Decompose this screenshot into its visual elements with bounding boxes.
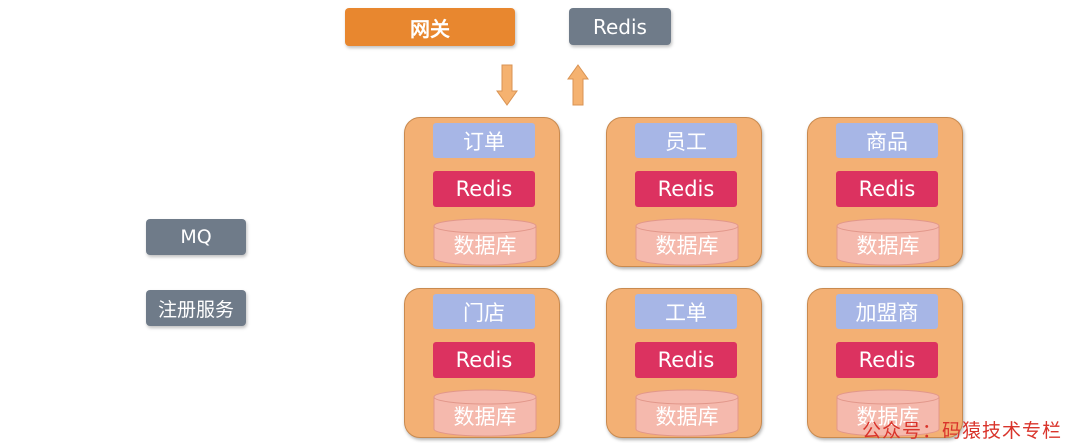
service-name: 员工 bbox=[635, 123, 737, 158]
service-name: 工单 bbox=[635, 294, 737, 329]
service-card: 商品 Redis 数据库 bbox=[807, 117, 963, 267]
database-label: 数据库 bbox=[856, 234, 920, 258]
service-card: 加盟商 Redis 数据库 bbox=[807, 288, 963, 438]
registry-service-box: 注册服务 bbox=[146, 290, 246, 326]
mq-box: MQ bbox=[146, 219, 246, 255]
service-card: 门店 Redis 数据库 bbox=[404, 288, 560, 438]
service-card: 订单 Redis 数据库 bbox=[404, 117, 560, 267]
database-label: 数据库 bbox=[856, 405, 920, 429]
database-cylinder: 数据库 bbox=[433, 218, 537, 266]
database-label: 数据库 bbox=[453, 405, 517, 429]
service-name: 商品 bbox=[836, 123, 938, 158]
up-arrow-icon bbox=[567, 64, 589, 106]
service-redis: Redis bbox=[635, 171, 737, 207]
down-arrow-icon bbox=[496, 64, 518, 106]
database-label: 数据库 bbox=[453, 234, 517, 258]
service-name: 订单 bbox=[433, 123, 535, 158]
service-redis: Redis bbox=[836, 342, 938, 378]
service-redis: Redis bbox=[836, 171, 938, 207]
service-card: 员工 Redis 数据库 bbox=[606, 117, 762, 267]
gateway-box: 网关 bbox=[345, 8, 515, 46]
database-cylinder: 数据库 bbox=[836, 389, 940, 437]
database-cylinder: 数据库 bbox=[836, 218, 940, 266]
redis-top-box: Redis bbox=[569, 8, 671, 45]
service-name: 门店 bbox=[433, 294, 535, 329]
watermark-text: 公众号：码猿技术专栏 bbox=[862, 420, 1063, 442]
database-cylinder: 数据库 bbox=[433, 389, 537, 437]
service-card: 工单 Redis 数据库 bbox=[606, 288, 762, 438]
service-name: 加盟商 bbox=[836, 294, 938, 329]
service-redis: Redis bbox=[433, 342, 535, 378]
up-arrow-shape bbox=[567, 64, 589, 106]
database-label: 数据库 bbox=[655, 405, 719, 429]
service-redis: Redis bbox=[635, 342, 737, 378]
down-arrow-shape bbox=[496, 64, 518, 106]
service-redis: Redis bbox=[433, 171, 535, 207]
database-label: 数据库 bbox=[655, 234, 719, 258]
database-cylinder: 数据库 bbox=[635, 389, 739, 437]
database-cylinder: 数据库 bbox=[635, 218, 739, 266]
